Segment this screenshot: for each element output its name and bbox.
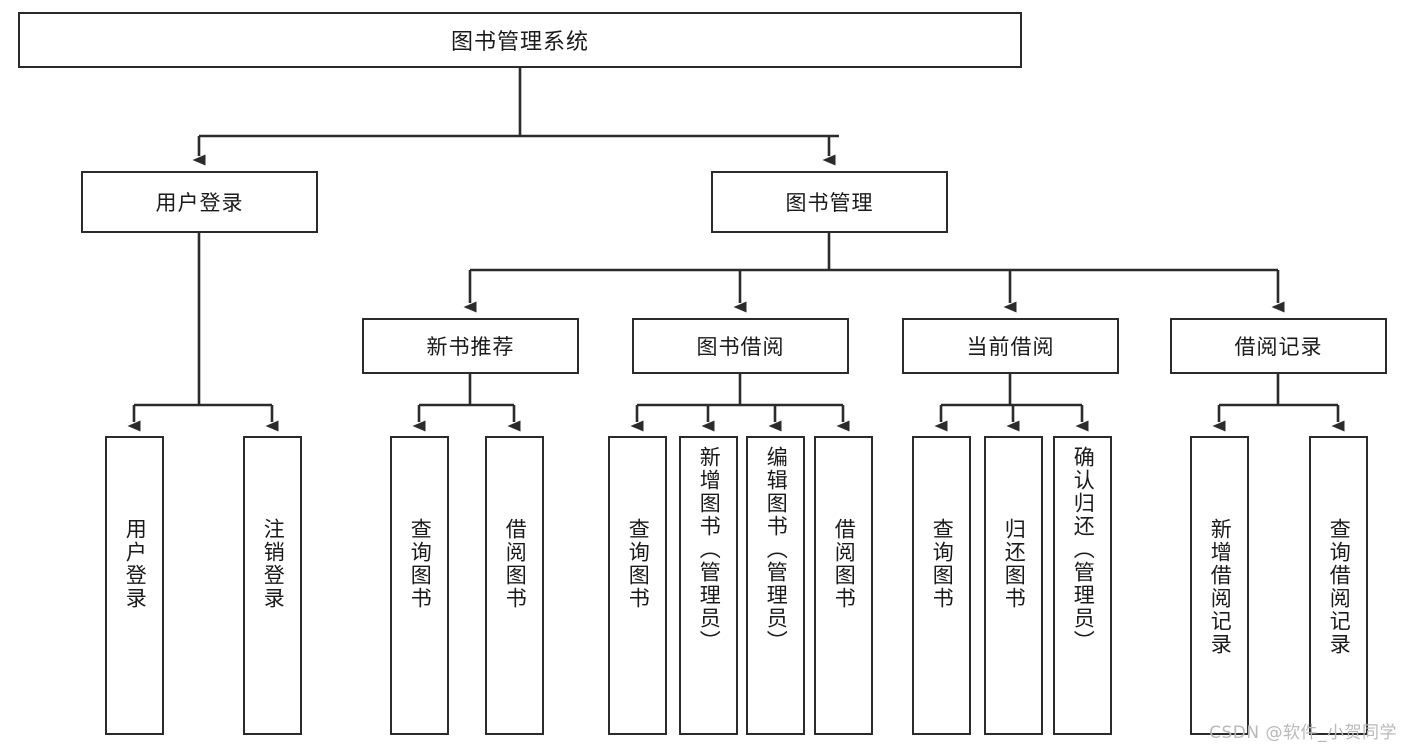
- node-leaf-add-record[interactable]: 新增借阅记录: [1190, 436, 1249, 735]
- node-label: 图书借阅: [696, 335, 785, 359]
- node-leaf-query-record[interactable]: 查询借阅记录: [1309, 436, 1368, 735]
- node-label: 确认归还（管理员）: [1071, 446, 1096, 653]
- node-book-borrow[interactable]: 图书借阅: [632, 318, 849, 374]
- node-leaf-edit-book[interactable]: 编辑图书（管理员）: [746, 436, 805, 735]
- node-label: 图书管理系统: [450, 30, 589, 55]
- node-label: 查询图书: [930, 518, 955, 610]
- node-label: 借阅图书: [503, 518, 528, 610]
- node-borrow-record[interactable]: 借阅记录: [1170, 318, 1387, 374]
- node-label: 用户登录: [155, 191, 244, 215]
- node-label: 图书管理: [785, 191, 874, 215]
- node-leaf-borrow-book[interactable]: 借阅图书: [814, 436, 873, 735]
- node-leaf-add-book[interactable]: 新增图书（管理员）: [679, 436, 738, 735]
- node-root-root[interactable]: 图书管理系统: [18, 12, 1022, 68]
- node-leaf-logout[interactable]: 注销登录: [243, 436, 302, 735]
- node-label: 用户登录: [123, 518, 148, 610]
- node-label: 新增图书（管理员）: [697, 446, 722, 653]
- node-label: 编辑图书（管理员）: [764, 446, 789, 653]
- node-label: 查询图书: [626, 518, 651, 610]
- node-label: 新书推荐: [426, 335, 515, 359]
- node-label: 注销登录: [261, 518, 286, 610]
- node-label: 借阅图书: [832, 518, 857, 610]
- watermark-text: CSDN @软件_小贺同学: [1209, 723, 1397, 743]
- node-leaf-return-book[interactable]: 归还图书: [984, 436, 1043, 735]
- node-label: 归还图书: [1002, 518, 1027, 610]
- node-label: 查询图书: [408, 518, 433, 610]
- node-leaf-user-login[interactable]: 用户登录: [105, 436, 164, 735]
- node-leaf-query-book-borrow[interactable]: 查询图书: [608, 436, 667, 735]
- node-current-borrow[interactable]: 当前借阅: [902, 318, 1119, 374]
- node-leaf-borrow-book-rec[interactable]: 借阅图书: [485, 436, 544, 735]
- node-user-login[interactable]: 用户登录: [81, 171, 318, 233]
- node-leaf-query-book-rec[interactable]: 查询图书: [390, 436, 449, 735]
- node-label: 查询借阅记录: [1327, 518, 1352, 656]
- node-label: 当前借阅: [966, 335, 1055, 359]
- node-book-manage[interactable]: 图书管理: [711, 171, 948, 233]
- node-leaf-confirm-return[interactable]: 确认归还（管理员）: [1053, 436, 1112, 735]
- node-label: 新增借阅记录: [1208, 518, 1233, 656]
- node-new-book-rec[interactable]: 新书推荐: [362, 318, 579, 374]
- node-label: 借阅记录: [1234, 335, 1323, 359]
- node-leaf-query-book-cur[interactable]: 查询图书: [912, 436, 971, 735]
